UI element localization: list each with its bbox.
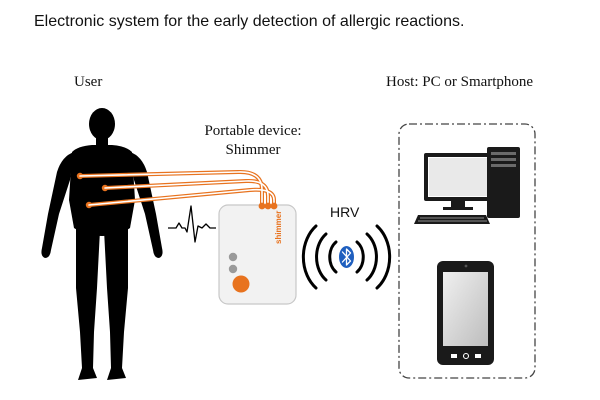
desktop-pc-icon	[414, 147, 520, 224]
shimmer-brand-text: shimmer	[274, 211, 283, 244]
device-label: Portable device: Shimmer	[186, 122, 320, 160]
ecg-waveform-icon	[168, 205, 216, 243]
shimmer-device-icon: shimmer	[218, 202, 297, 305]
smartphone-icon	[437, 261, 494, 365]
electrode-cables	[78, 169, 276, 207]
host-container	[398, 123, 536, 379]
host-label: Host: PC or Smartphone	[386, 74, 534, 90]
bluetooth-icon	[339, 246, 354, 268]
signal-waves-icon	[301, 224, 392, 290]
device-label-line1: Portable device:	[204, 123, 302, 139]
user-label: User	[74, 74, 103, 90]
device-label-line2: Shimmer	[225, 142, 281, 158]
human-silhouette-icon	[41, 108, 163, 380]
hrv-label: HRV	[330, 204, 360, 220]
diagram-title: Electronic system for the early detectio…	[34, 13, 465, 30]
